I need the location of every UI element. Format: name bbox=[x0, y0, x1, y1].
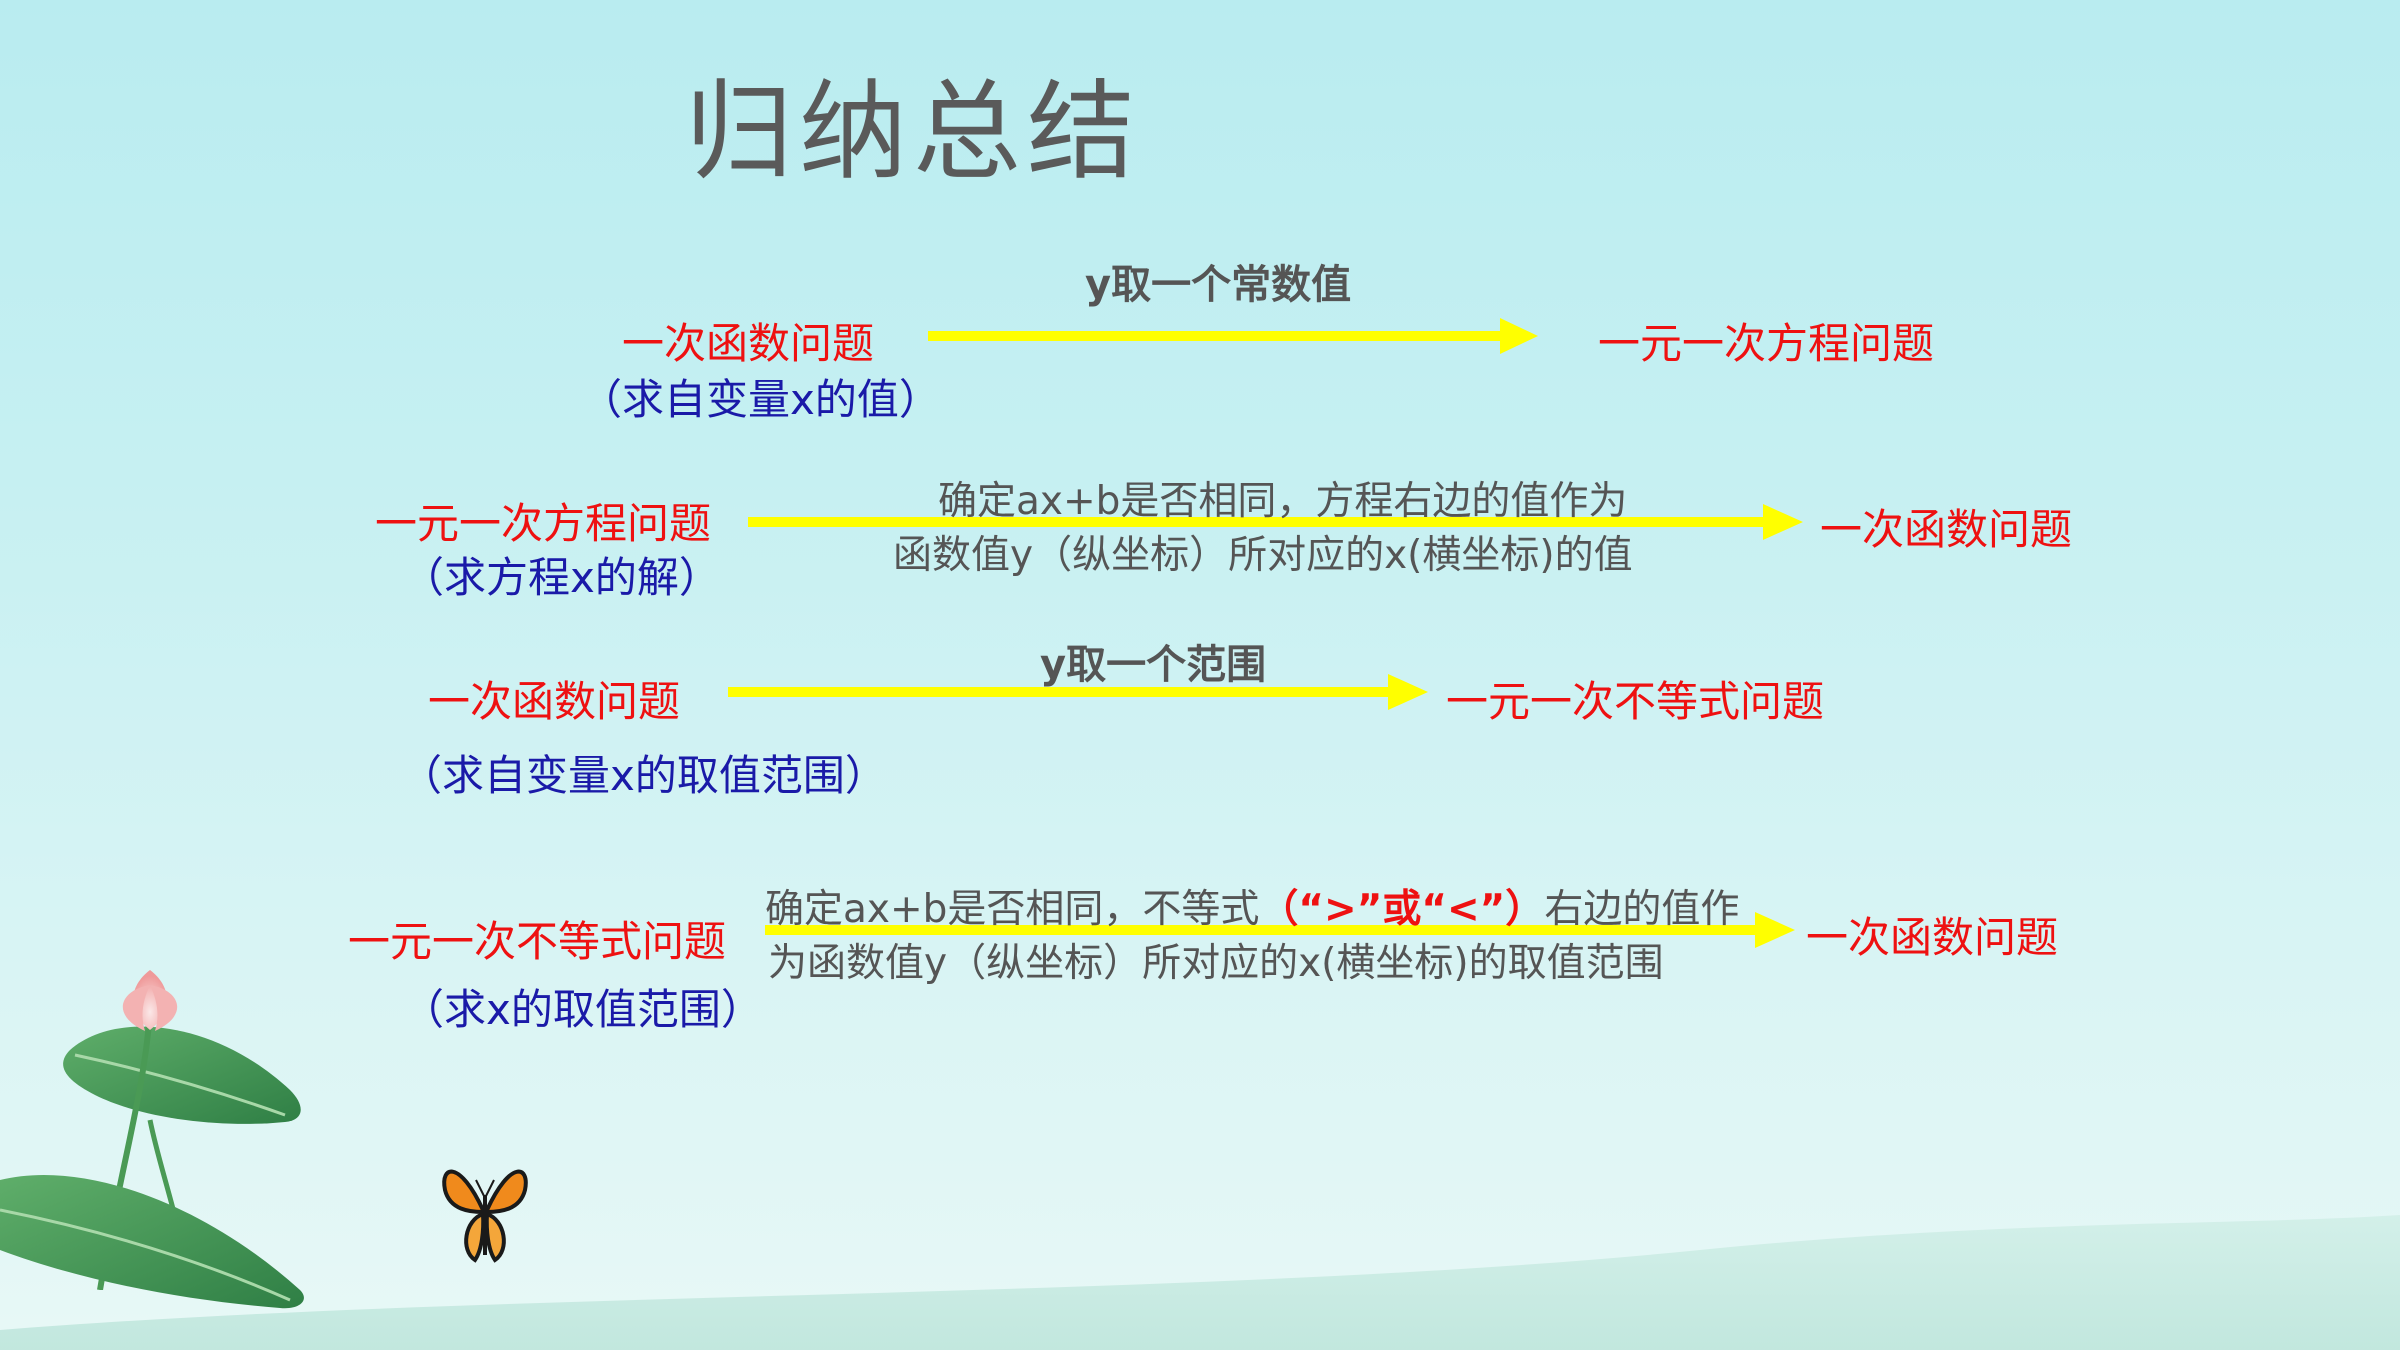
row1-arrow bbox=[928, 316, 1538, 356]
row1-from-note: （求自变量x的值） bbox=[580, 375, 941, 424]
row3-from: 一次函数问题 bbox=[428, 677, 681, 726]
row4-to: 一次函数问题 bbox=[1806, 913, 2059, 962]
lotus-leaf-icon bbox=[63, 1026, 301, 1124]
row2-condition-line2: 函数值y（纵坐标）所对应的x(横坐标)的值 bbox=[893, 533, 1633, 578]
row2-from-note: （求方程x的解） bbox=[402, 553, 721, 602]
row4-condition-part-b: （“>”或“<”） bbox=[1259, 887, 1545, 932]
row3-condition: y取一个范围 bbox=[1040, 642, 1267, 688]
row3-arrow bbox=[728, 672, 1428, 712]
lotus-leaf-icon bbox=[0, 1174, 304, 1309]
row3-to: 一元一次不等式问题 bbox=[1446, 677, 1825, 726]
row2-from: 一元一次方程问题 bbox=[375, 499, 712, 548]
row4-condition-part-a: 确定ax+b是否相同，不等式 bbox=[765, 887, 1260, 932]
row4-from: 一元一次不等式问题 bbox=[348, 917, 727, 966]
row1-from: 一次函数问题 bbox=[622, 319, 875, 368]
butterfly-icon bbox=[442, 1169, 528, 1263]
row1-condition: y取一个常数值 bbox=[1085, 262, 1352, 308]
row2-to: 一次函数问题 bbox=[1820, 505, 2073, 554]
lotus-icon bbox=[122, 970, 178, 1031]
row2-arrow bbox=[748, 502, 1803, 542]
row4-condition-part-c: 右边的值作 bbox=[1544, 887, 1740, 932]
row4-arrow bbox=[765, 910, 1795, 950]
row4-condition-line1: 确定ax+b是否相同，不等式（“>”或“<”）右边的值作 bbox=[765, 878, 1739, 934]
row4-condition-line2: 为函数值y（纵坐标）所对应的x(横坐标)的取值范围 bbox=[768, 941, 1664, 986]
row1-to: 一元一次方程问题 bbox=[1598, 319, 1935, 368]
row2-condition-line1: 确定ax+b是否相同，方程右边的值作为 bbox=[938, 479, 1628, 524]
page-title: 归纳总结 bbox=[685, 70, 1142, 195]
row4-from-note: （求x的取值范围） bbox=[402, 985, 763, 1034]
row3-from-note: （求自变量x的取值范围） bbox=[400, 751, 887, 800]
